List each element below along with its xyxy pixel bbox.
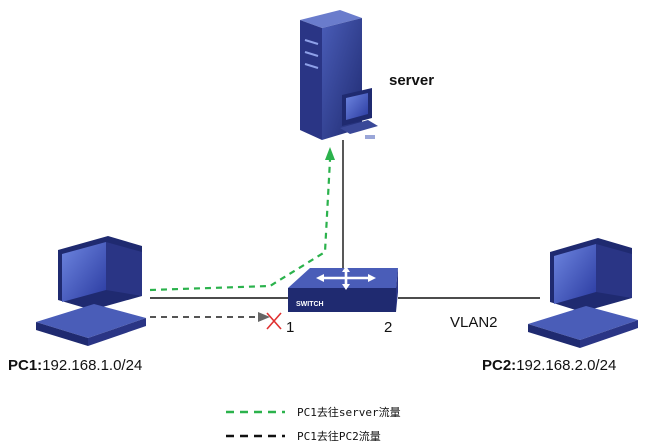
pc1-name: PC1:: [8, 357, 42, 374]
switch-label: SWITCH: [296, 301, 324, 308]
server-label: server: [389, 72, 434, 89]
legend: PC1去往server流量 PC1去往PC2流量: [226, 405, 401, 443]
desktop-pc-icon: [528, 238, 638, 348]
server-tower-icon: [300, 10, 378, 140]
port-2-label: 2: [384, 319, 392, 336]
legend-green-label: PC1去往server流量: [297, 405, 401, 419]
pc1-ip: 192.168.1.0/24: [42, 357, 142, 374]
flow-pc1-to-server: [149, 147, 335, 292]
pc2-label: PC2:192.168.2.0/24: [482, 357, 616, 374]
switch-icon: SWITCH: [288, 266, 398, 312]
pc2-ip: 192.168.2.0/24: [516, 357, 616, 374]
port-1-label: 1: [286, 319, 294, 336]
desktop-pc-icon: [36, 236, 146, 346]
legend-black-label: PC1去往PC2流量: [297, 429, 381, 443]
pc2-name: PC2:: [482, 357, 516, 374]
flow-pc1-to-pc2: [150, 312, 270, 322]
pc1-label: PC1:192.168.1.0/24: [8, 357, 142, 374]
blocked-x-icon: [266, 312, 282, 330]
vlan-label: VLAN2: [450, 314, 498, 331]
